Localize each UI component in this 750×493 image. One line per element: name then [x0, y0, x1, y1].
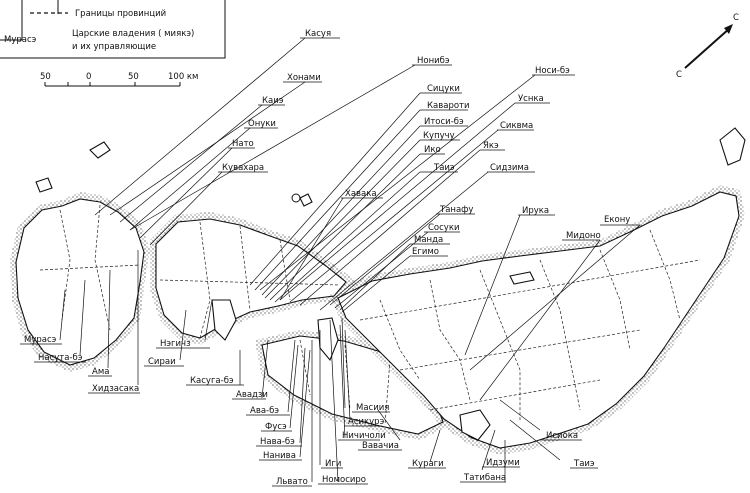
label-nosibe: Носи-бэ: [535, 66, 570, 76]
label-sitsuki: Сицуки: [427, 84, 460, 94]
label-nabebe: Нава-бэ: [260, 437, 295, 447]
label-naniva: Нанива: [263, 451, 296, 461]
label-tachibana: Татибана: [463, 473, 506, 483]
label-asikure: Асикурэ: [348, 417, 385, 427]
label-itosibe: Итоси-бэ: [424, 117, 464, 127]
scale-bar: 50 0 50 100 км: [40, 72, 198, 87]
label-midono: Мидоно: [566, 231, 601, 241]
legend-domains-line1: Царские владения ( миякэ): [72, 29, 194, 39]
label-manda: Манда: [414, 235, 443, 245]
label-hidzasaka: Хидзасака: [92, 384, 139, 394]
label-iko: Ико: [424, 145, 441, 155]
label-kuvahara: Кувахара: [222, 163, 264, 173]
label-kasuya: Касуя: [305, 29, 331, 39]
scale-tick-4: 100 км: [168, 72, 198, 82]
label-avadzi: Авадзи: [236, 390, 268, 400]
kii-island: [459, 409, 491, 441]
label-kuragi: Кураги: [412, 459, 444, 469]
small-island-3: [509, 271, 535, 285]
label-havaka: Хавака: [345, 189, 377, 199]
label-iruka: Ирука: [522, 206, 549, 216]
label-egimo: Егимо: [412, 247, 439, 257]
scale-tick-1: 50: [40, 72, 51, 82]
label-idzumi: Идзуми: [486, 458, 520, 468]
label-ekonu: Екону: [604, 215, 630, 225]
legend-domains-line2: и их управляющие: [72, 42, 156, 52]
oki-island: [299, 193, 313, 207]
label-onuki: Онуки: [248, 119, 276, 129]
label-noribe: Нэгичз: [160, 339, 191, 349]
legend: Границы провинций Мурасэ Царские владени…: [0, 0, 226, 87]
label-tanafu: Танафу: [439, 205, 473, 215]
labels-north: Касуя Нонибэ Хонами Каиэ Онуки Нато Кува…: [218, 29, 640, 257]
small-island-1: [89, 141, 111, 159]
label-yake: Якэ: [483, 141, 499, 151]
leader-lines: [59, 37, 641, 483]
label-siksima: Сиквма: [500, 121, 533, 131]
label-kaie: Каиэ: [262, 96, 284, 106]
label-ainemma: Вавачиа: [362, 441, 399, 451]
label-isioka: Исиока: [546, 431, 578, 441]
label-sosuki: Сосуки: [428, 223, 460, 233]
label-nonibe: Нонибэ: [417, 56, 450, 66]
small-island-2: [35, 177, 53, 193]
label-sidzima: Сидзима: [490, 163, 529, 173]
label-taie: Таиэ: [433, 163, 455, 173]
label-ikiyo: Иги: [325, 459, 341, 469]
scale-tick-2: 0: [86, 72, 91, 82]
label-sirai: Сираи: [148, 357, 176, 367]
label-fuse: Фусэ: [265, 422, 287, 432]
compass-south-label: С: [676, 70, 682, 80]
legend-borders-label: Границы провинций: [75, 9, 166, 19]
label-masuma: Масиия: [356, 403, 389, 413]
north-island: [719, 127, 746, 166]
label-murae: Мурасэ: [24, 335, 57, 345]
label-kavaroto: Кавароти: [427, 101, 470, 111]
label-nomosiro: Номосиро: [322, 475, 366, 485]
scale-tick-3: 50: [128, 72, 139, 82]
island-marker: [291, 193, 301, 203]
label-nasutobe: Насута-бэ: [38, 353, 83, 363]
label-avabe: Ава-бэ: [250, 406, 279, 416]
legend-mura-label: Мурасэ: [4, 35, 37, 45]
labels-south: Мурасэ Насута-бэ Ама Хидзасака Нэгичз Си…: [20, 335, 598, 487]
label-honami: Хонами: [287, 73, 321, 83]
label-kupuchu: Купучу: [423, 131, 455, 141]
label-mibaro: Львато: [276, 477, 308, 487]
label-taie2: Таиэ: [573, 459, 595, 469]
label-usnka: Уснка: [518, 94, 544, 104]
honshu-main: [330, 185, 745, 455]
label-nato: Нато: [232, 139, 254, 149]
label-nichuchi: Ничичоли: [342, 431, 386, 441]
compass-arrow: С С: [676, 13, 739, 80]
kyushu-island: [10, 192, 150, 372]
honshu-west: [150, 212, 355, 345]
label-kasutobe2: Касуга-бэ: [190, 376, 234, 386]
compass-north-label: С: [733, 13, 739, 23]
label-ama: Ама: [92, 367, 109, 377]
